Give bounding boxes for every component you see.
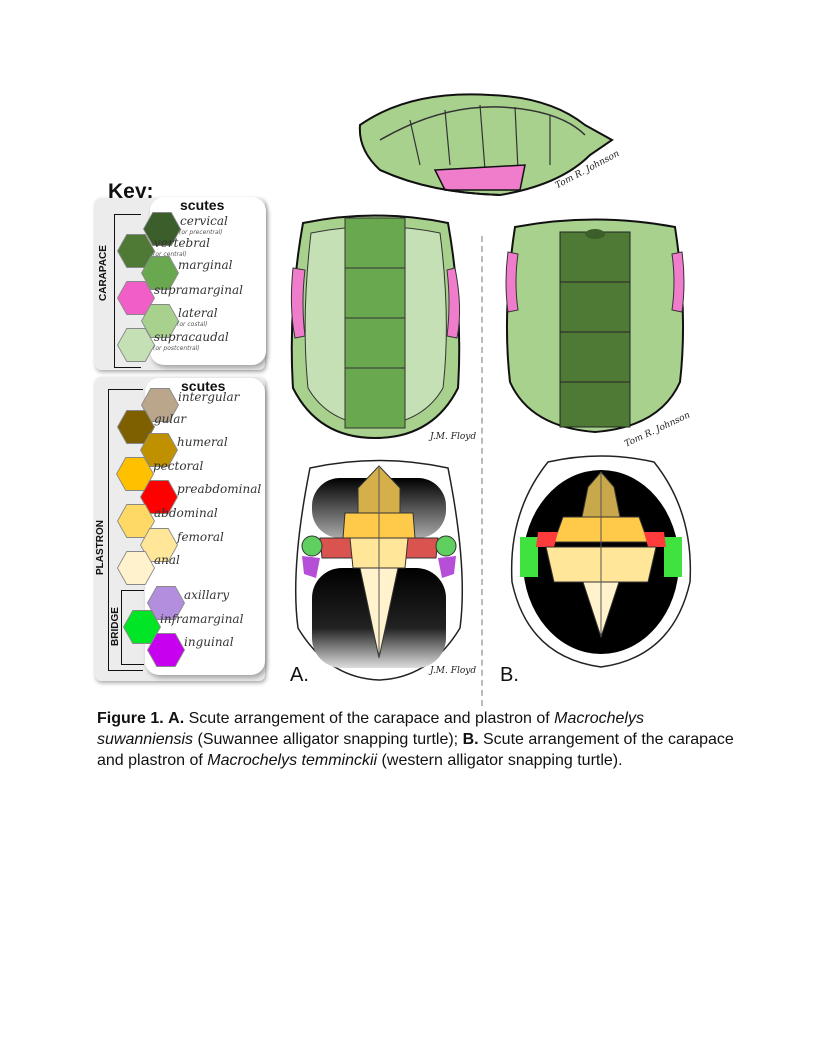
key-label-anal: anal bbox=[154, 553, 180, 567]
key-label-pectoral: pectoral bbox=[153, 459, 204, 473]
plastron-key-card bbox=[145, 378, 265, 675]
bridge-bracket bbox=[121, 590, 144, 665]
key-label-inframarginal: inframarginal bbox=[160, 612, 244, 626]
key-label-humeral: humeral bbox=[177, 435, 228, 449]
plastron-group-label: PLASTRON bbox=[95, 520, 106, 575]
key-title: Key: bbox=[108, 180, 154, 203]
key-label-intergular: intergular bbox=[178, 390, 240, 404]
hexagon-fill bbox=[118, 329, 154, 361]
key-label-axillary: axillary bbox=[184, 588, 230, 602]
figure-label-b: B. bbox=[500, 664, 519, 686]
caption-a-species: Macrochelys suwanniensis bbox=[97, 710, 644, 748]
caption-figure-number: Figure 1. bbox=[97, 710, 164, 727]
hexagon-swatch-inguinal bbox=[147, 633, 185, 667]
key-label-marginal: marginal bbox=[178, 258, 233, 272]
key-label-lateral: lateral bbox=[178, 306, 218, 320]
figure-divider bbox=[481, 236, 483, 706]
carapace-lateral-illustration bbox=[358, 93, 614, 197]
key-note-supracaudal: (or postcentral) bbox=[153, 345, 200, 352]
key-label-supracaudal: supracaudal bbox=[154, 330, 229, 344]
caption-a-text: Scute arrangement of the carapace and pl… bbox=[184, 710, 555, 727]
key-note-cervical: (or precentral) bbox=[179, 229, 223, 236]
key-label-abdominal: abdominal bbox=[154, 506, 218, 520]
caption-b-text: Scute arrangement of the carapace and pl… bbox=[97, 731, 734, 769]
key-note-vertebral: (or central) bbox=[153, 251, 187, 258]
key-label-vertebral: vertebral bbox=[154, 236, 210, 250]
caption-b-common: (western alligator snapping turtle). bbox=[377, 752, 623, 769]
figure-caption: Figure 1. A. Scute arrangement of the ca… bbox=[97, 708, 737, 771]
carapace-bracket bbox=[114, 214, 141, 368]
key-note-lateral: (or costal) bbox=[177, 321, 208, 328]
figure-label-a: A. bbox=[290, 664, 309, 686]
plastron-scutes-header: scutes bbox=[181, 378, 226, 394]
hexagon-swatch-gular bbox=[117, 410, 155, 444]
plastron-b-illustration bbox=[510, 455, 692, 668]
bridge-group-label: BRIDGE bbox=[110, 607, 121, 646]
carapace-a-illustration bbox=[290, 214, 461, 440]
hexagon-fill bbox=[142, 257, 178, 289]
caption-b-species: Macrochelys temminckii bbox=[207, 752, 378, 769]
hexagon-fill bbox=[141, 434, 177, 466]
hexagon-fill bbox=[118, 552, 154, 584]
plastron-a-illustration bbox=[294, 459, 464, 681]
signature-floyd-carapace: J.M. Floyd bbox=[430, 432, 477, 442]
hexagon-fill bbox=[148, 634, 184, 666]
signature-floyd-plastron: J.M. Floyd bbox=[430, 666, 477, 676]
key-label-supramarginal: supramarginal bbox=[154, 283, 243, 297]
carapace-group-label: CARAPACE bbox=[98, 245, 109, 301]
carapace-scutes-header: scutes bbox=[180, 197, 225, 213]
carapace-b-illustration bbox=[505, 218, 685, 434]
key-label-inguinal: inguinal bbox=[184, 635, 234, 649]
hexagon-fill bbox=[142, 305, 178, 337]
key-label-cervical: cervical bbox=[180, 214, 228, 228]
caption-a-common: (Suwannee alligator snapping turtle); bbox=[193, 731, 463, 748]
caption-b-marker: B. bbox=[462, 731, 479, 748]
caption-a-marker: A. bbox=[168, 710, 185, 727]
key-label-femoral: femoral bbox=[177, 530, 224, 544]
key-label-gular: gular bbox=[154, 412, 187, 426]
hexagon-swatch-anal bbox=[117, 551, 155, 585]
key-label-preabdominal: preabdominal bbox=[177, 482, 262, 496]
plastron-bracket bbox=[108, 389, 143, 671]
